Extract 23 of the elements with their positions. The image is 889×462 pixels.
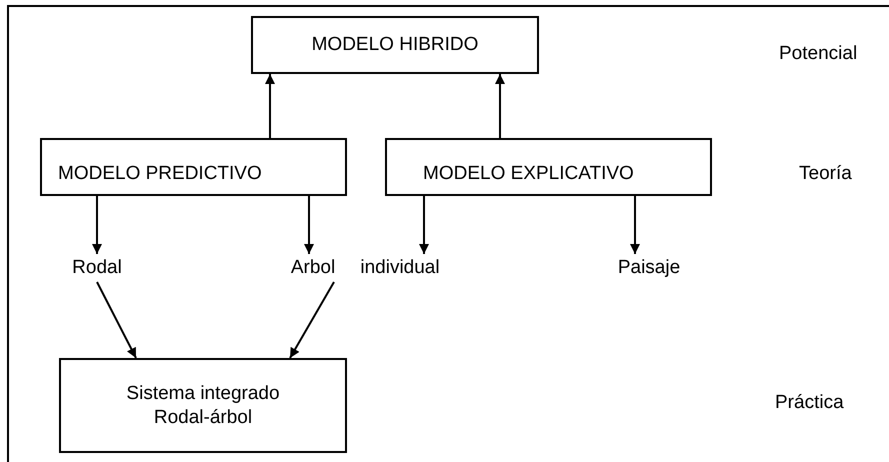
arrow xyxy=(289,282,335,358)
arrow xyxy=(304,196,314,254)
arrow xyxy=(96,282,137,358)
arrow xyxy=(630,196,640,254)
arrow xyxy=(265,74,275,138)
level-label: Potencial xyxy=(779,42,858,66)
arrow xyxy=(419,196,429,254)
box-label: MODELO PREDICTIVO xyxy=(58,162,263,186)
level-label: Práctica xyxy=(775,391,844,415)
box-label: MODELO HIBRIDO xyxy=(312,33,478,57)
model-box xyxy=(40,138,347,196)
model-box xyxy=(59,358,347,453)
arrow xyxy=(495,74,505,138)
level-label: Teoría xyxy=(799,162,852,186)
arrow xyxy=(92,196,102,254)
concept-text: Arbol xyxy=(282,254,344,282)
box-label: MODELO EXPLICATIVO xyxy=(423,162,635,186)
model-box xyxy=(385,138,712,196)
concept-text: Paisaje xyxy=(612,254,686,282)
box-label: Sistema integrado Rodal-árbol xyxy=(125,382,281,430)
concept-text: Rodal xyxy=(66,254,128,282)
concept-text: individual xyxy=(350,254,450,282)
model-box xyxy=(251,16,539,74)
